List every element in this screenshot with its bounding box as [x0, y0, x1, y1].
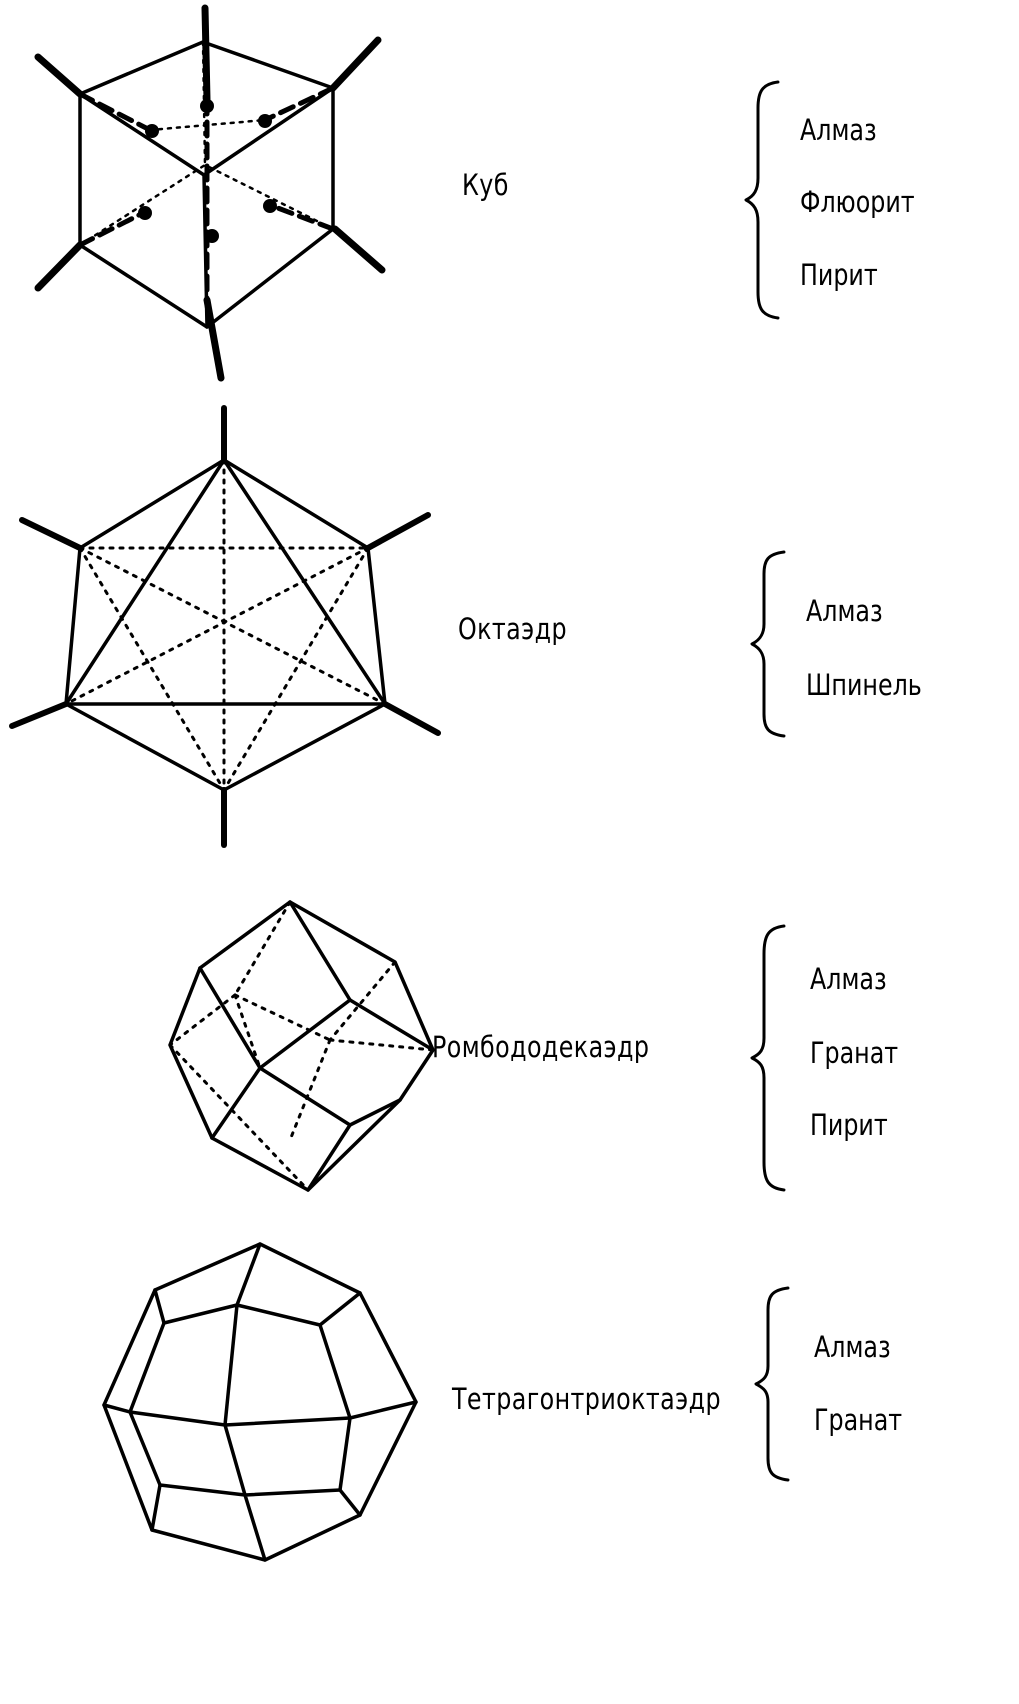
mineral-item: Алмаз [810, 962, 887, 996]
crystal-name-rhombic-dodecahedron: Ромбододекаэдр [432, 1030, 650, 1064]
mineral-item: Шпинель [806, 668, 922, 702]
cube-icon [34, 4, 386, 382]
mineral-item: Алмаз [806, 594, 883, 628]
mineral-item: Пирит [800, 258, 878, 292]
crystal-name-tetragon-trioctahedron: Тетрагонтриоктаэдр [452, 1382, 721, 1416]
mineral-item: Гранат [810, 1036, 899, 1070]
crystal-name-cube: Куб [462, 168, 509, 202]
mineral-item: Флюорит [800, 185, 915, 219]
curly-brace-icon [750, 924, 786, 1192]
mineral-item: Алмаз [800, 113, 877, 147]
tetragon-trioctahedron-icon [102, 1242, 418, 1562]
rhombic-dodecahedron-icon [168, 900, 435, 1192]
curly-brace-icon [754, 1286, 790, 1482]
curly-brace-icon [744, 80, 780, 320]
mineral-item: Гранат [814, 1403, 903, 1437]
mineral-item: Пирит [810, 1108, 888, 1142]
octahedron-icon [9, 405, 441, 848]
curly-brace-icon [750, 550, 786, 738]
crystal-name-octahedron: Октаэдр [458, 612, 567, 646]
mineral-item: Алмаз [814, 1330, 891, 1364]
